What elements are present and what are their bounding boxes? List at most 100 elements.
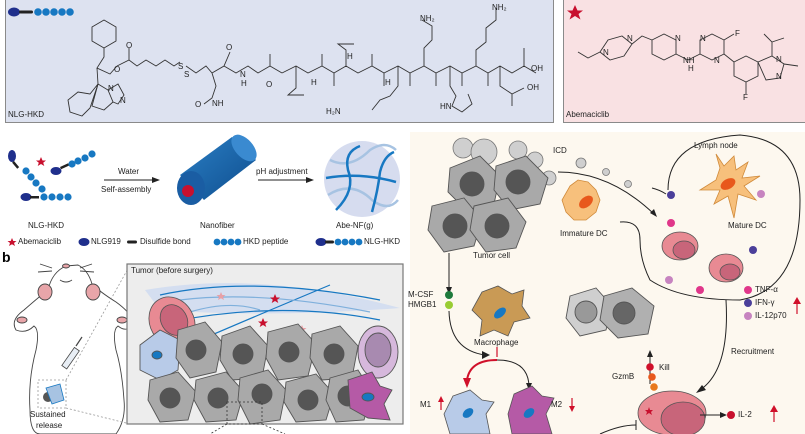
panel-letter-b: b [2,249,11,265]
il2-up-arrow-icon [770,405,778,422]
label-immature-dc: Immature DC [560,229,608,238]
m1-up-arrow-icon [438,396,444,410]
atom-n: N [108,84,114,93]
legend-icons [7,238,363,246]
atom-f: F [743,93,748,102]
legend-label-nlg-hkd: NLG-HKD [364,237,401,246]
mouse-label-release: release [36,421,63,430]
tumor-cell-cluster [427,155,549,253]
legend-dot-ifn [744,299,752,307]
mouse-label-sustained: Sustained [30,410,66,419]
label-tumor-cell: Tumor cell [473,251,511,260]
abemaciclib-star-icon [567,5,583,20]
label-mature-dc: Mature DC [728,221,767,230]
gel-fibers [159,284,381,341]
nanofiber-icon [177,134,257,205]
label-gzmb: GzmB [612,372,635,381]
atom-nh2: NH₂ [492,3,507,12]
label-m2: M2 [551,400,563,409]
hmgb1-dot [445,301,453,309]
atom-o: O [114,65,121,74]
atom-nh: NH [212,99,224,108]
legend-label-hkd-peptide: HKD peptide [243,237,289,246]
atom-n: N [776,72,782,81]
il2-dot [727,411,735,419]
legend-star-icon [7,238,17,246]
label-gel: Abe-NF(g) [336,221,374,230]
atom-n: N [675,34,681,43]
legend-dot-il12 [744,312,752,320]
legend-label-tnf: TNF-α [755,285,778,294]
atom-n: N [627,34,633,43]
atom-oh: OH [527,83,539,92]
nlg-hkd-molecules [8,150,96,201]
arrow-ph-adjustment [258,177,314,183]
atom-n: N [700,34,706,43]
atom-n: N [120,96,126,105]
legend-label-ifn: IFN-γ [755,298,775,307]
arrow-label-self-assembly: Self-assembly [101,185,152,194]
label-hmgb1: HMGB1 [408,300,437,309]
label-abemaciclib: Abemaciclib [566,110,610,119]
legend-conjugate-icon [315,238,363,246]
atom-n: N [240,70,246,79]
arrow-self-assembly [104,177,160,183]
label-recruitment: Recruitment [731,347,775,356]
mcsf-dot [445,291,453,299]
atom-oh: OH [531,64,543,73]
legend-bar-icon [127,240,137,244]
mature-dc-icon [698,153,761,219]
atom-s: S [184,70,190,79]
gel-network-icon [324,141,400,217]
atom-h: H [688,64,694,73]
atom-n: N [776,55,782,64]
tumor-box-title: Tumor (before surgery) [131,266,213,275]
label-m1: M1 [420,400,432,409]
arrow-label-ph-adjustment: pH adjustment [256,167,308,176]
abemaciclib-structure-box [563,0,805,123]
atom-hn: HN [440,102,452,111]
icd-arrow-head [650,209,657,217]
legend-ellipse-icon [78,238,90,246]
atom-o: O [266,80,273,89]
label-nlg-hkd: NLG-HKD [8,110,45,119]
legend-label-abemaciclib: Abemaciclib [18,237,62,246]
atom-nh: H [385,78,391,87]
label-nlg-hkd-molecules: NLG-HKD [28,221,65,230]
atom-o: O [126,41,133,50]
arrow-label-water: Water [118,167,140,176]
abemaciclib-star-icon [258,318,268,327]
nlg-hkd-conjugate-icon [8,7,74,17]
abemaciclib-star-icon [36,157,46,166]
label-nanofiber: Nanofiber [200,221,235,230]
nlg-hkd-structure-box [5,0,554,123]
atom-f: F [735,29,740,38]
abemaciclib-star-icon [216,292,226,300]
abemaciclib-skeleton [577,33,799,94]
abemaciclib-star-icon [270,294,280,303]
immature-dc-icon [561,179,601,221]
legend-label-nlg919: NLG919 [91,237,121,246]
label-kill: Kill [659,363,670,372]
legend-label-il12: IL-12p70 [755,311,787,320]
syringe-icon [61,336,83,370]
atom-n: N [714,56,720,65]
atom-nh: H [347,52,353,61]
atom-n: N [603,48,609,57]
atom-s: S [178,62,184,71]
label-mcsf: M-CSF [408,290,434,299]
atom-o: O [195,100,202,109]
atom-nh2: NH₂ [420,14,435,23]
atom-nh: H [311,78,317,87]
injection-site [37,264,131,425]
legend-label-disulfide: Disulfide bond [140,237,191,246]
lymph-node-outline [619,134,801,301]
label-macrophage: Macrophage [474,338,519,347]
label-il2: IL-2 [738,410,752,419]
legend-dot-tnf [744,286,752,294]
atom-h: H [241,79,247,88]
up-arrow-icon [793,297,801,314]
